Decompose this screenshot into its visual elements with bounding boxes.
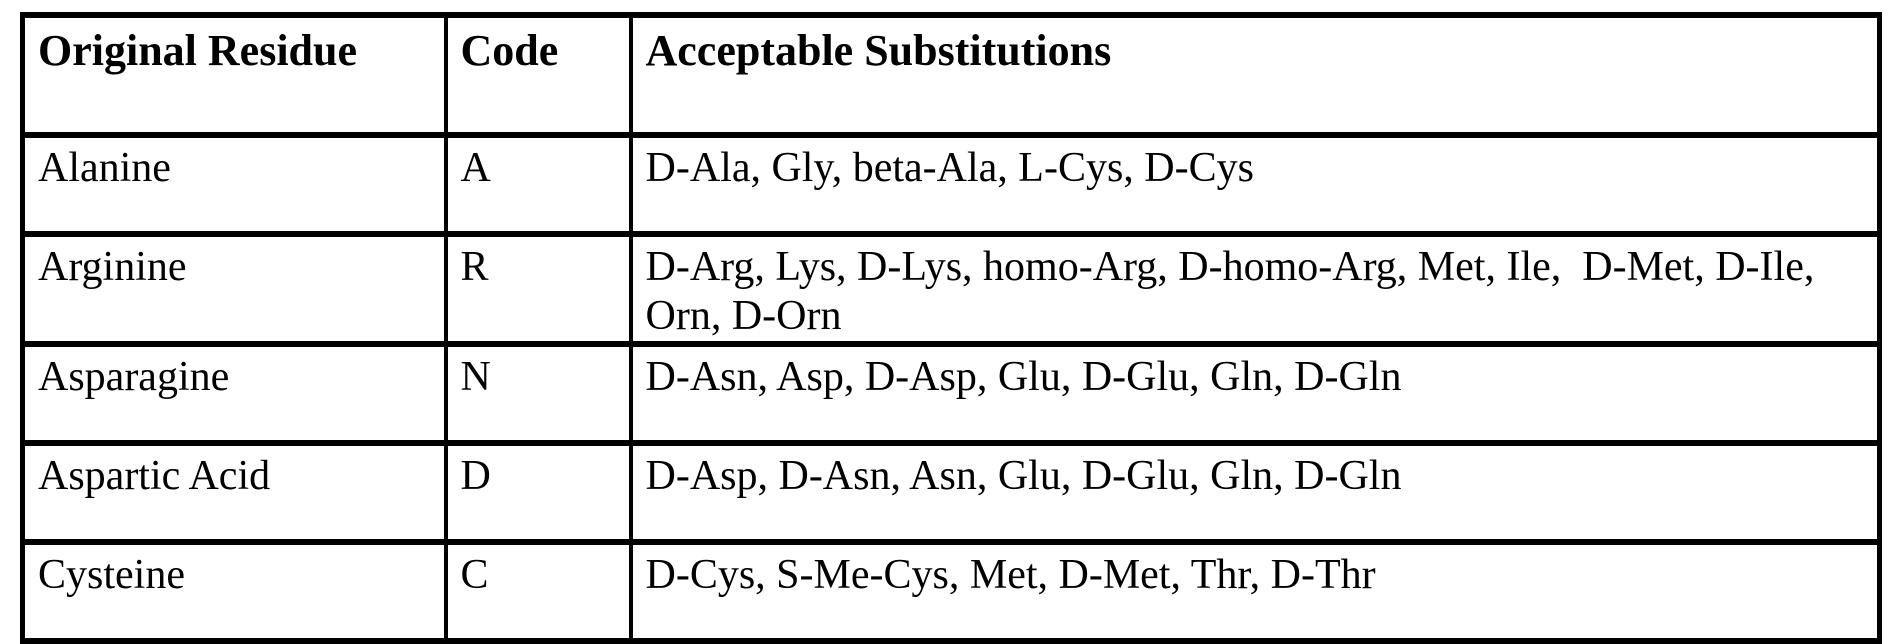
substitution-table: Original Residue Code Acceptable Substit… [20, 12, 1882, 644]
code-cell: D [443, 440, 633, 545]
column-header-original-residue: Original Residue [20, 12, 448, 138]
residue-cell: Cysteine [20, 539, 448, 644]
substitutions-cell: D-Asn, Asp, D-Asp, Glu, D-Glu, Gln, D-Gl… [628, 341, 1882, 446]
table-row: Cysteine C D-Cys, S-Me-Cys, Met, D-Met, … [20, 539, 1882, 644]
substitutions-cell: D-Arg, Lys, D-Lys, homo-Arg, D-homo-Arg,… [628, 231, 1882, 347]
table-row: Asparagine N D-Asn, Asp, D-Asp, Glu, D-G… [20, 341, 1882, 446]
code-cell: A [443, 132, 633, 237]
column-header-code: Code [443, 12, 633, 138]
table-row: Arginine R D-Arg, Lys, D-Lys, homo-Arg, … [20, 231, 1882, 347]
substitutions-cell: D-Cys, S-Me-Cys, Met, D-Met, Thr, D-Thr [628, 539, 1882, 644]
residue-cell: Aspartic Acid [20, 440, 448, 545]
table-row: Alanine A D-Ala, Gly, beta-Ala, L-Cys, D… [20, 132, 1882, 237]
residue-cell: Alanine [20, 132, 448, 237]
substitution-table-container: Original Residue Code Acceptable Substit… [20, 12, 1882, 644]
code-cell: C [443, 539, 633, 644]
residue-cell: Asparagine [20, 341, 448, 446]
header-row: Original Residue Code Acceptable Substit… [20, 12, 1882, 138]
substitutions-cell: D-Asp, D-Asn, Asn, Glu, D-Glu, Gln, D-Gl… [628, 440, 1882, 545]
code-cell: R [443, 231, 633, 347]
residue-cell: Arginine [20, 231, 448, 347]
column-header-acceptable-substitutions: Acceptable Substitutions [628, 12, 1882, 138]
table-row: Aspartic Acid D D-Asp, D-Asn, Asn, Glu, … [20, 440, 1882, 545]
code-cell: N [443, 341, 633, 446]
substitutions-cell: D-Ala, Gly, beta-Ala, L-Cys, D-Cys [628, 132, 1882, 237]
